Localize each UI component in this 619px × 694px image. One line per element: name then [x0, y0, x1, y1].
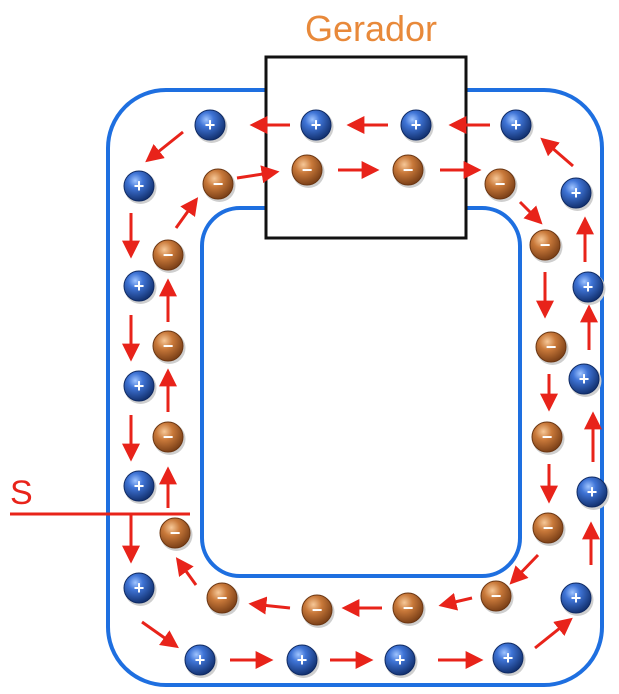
positive-charge-icon: +	[576, 476, 610, 510]
negative-charge-icon: −	[152, 421, 186, 455]
negative-symbol: −	[163, 336, 174, 356]
negative-charge-icon: −	[152, 330, 186, 364]
charges: ++++++++++++++++++−−−−−−−−−−−−−−−−	[123, 109, 610, 678]
negative-symbol: −	[302, 160, 313, 180]
negative-symbol: −	[163, 245, 174, 265]
positive-symbol: +	[195, 650, 206, 670]
flow-arrow-icon	[509, 553, 540, 585]
generator-box	[264, 55, 468, 240]
negative-charge-icon: −	[152, 239, 186, 273]
negative-symbol: −	[213, 174, 224, 194]
negative-symbol: −	[540, 235, 551, 255]
flow-arrow-icon	[174, 197, 199, 229]
negative-symbol: −	[495, 174, 506, 194]
negative-charge-icon: −	[392, 154, 426, 188]
positive-symbol: +	[134, 376, 145, 396]
negative-charge-icon: −	[532, 512, 566, 546]
flow-arrow-icon	[141, 620, 179, 649]
positive-symbol: +	[579, 369, 590, 389]
positive-charge-icon: +	[560, 177, 594, 211]
positive-symbol: +	[134, 578, 145, 598]
negative-charge-icon: −	[301, 594, 335, 628]
negative-symbol: −	[163, 427, 174, 447]
negative-charge-icon: −	[535, 331, 569, 365]
flow-arrow-icon	[518, 200, 543, 225]
negative-symbol: −	[217, 588, 228, 608]
positive-charge-icon: +	[123, 170, 157, 204]
flow-arrow-icon	[248, 596, 291, 615]
flow-arrow-icon	[438, 592, 473, 611]
positive-symbol: +	[411, 115, 422, 135]
wire-inner-boundary	[200, 206, 522, 578]
generator-title: Gerador	[305, 8, 437, 49]
flow-arrow-icon	[534, 617, 573, 650]
flow-arrow-icon	[236, 165, 280, 184]
positive-charge-icon: +	[184, 644, 218, 678]
positive-symbol: +	[583, 277, 594, 297]
positive-charge-icon: +	[568, 363, 602, 397]
positive-symbol: +	[587, 482, 598, 502]
negative-symbol: −	[312, 600, 323, 620]
negative-charge-icon: −	[202, 168, 236, 202]
positive-charge-icon: +	[123, 572, 157, 606]
flow-arrow-icon	[540, 137, 574, 168]
negative-charge-icon: −	[480, 580, 514, 614]
flow-arrow-icon	[145, 130, 184, 163]
negative-symbol: −	[543, 518, 554, 538]
positive-symbol: +	[134, 176, 145, 196]
negative-symbol: −	[546, 337, 557, 357]
negative-symbol: −	[403, 598, 414, 618]
positive-charge-icon: +	[500, 109, 534, 143]
positive-symbol: +	[311, 115, 322, 135]
positive-charge-icon: +	[400, 109, 434, 143]
positive-charge-icon: +	[123, 270, 157, 304]
negative-charge-icon: −	[529, 229, 563, 263]
positive-symbol: +	[134, 276, 145, 296]
negative-symbol: −	[170, 523, 181, 543]
negative-symbol: −	[403, 160, 414, 180]
positive-symbol: +	[395, 650, 406, 670]
positive-charge-icon: +	[286, 644, 320, 678]
positive-symbol: +	[297, 650, 308, 670]
negative-charge-icon: −	[392, 592, 426, 626]
positive-symbol: +	[134, 476, 145, 496]
positive-symbol: +	[511, 115, 522, 135]
positive-symbol: +	[503, 648, 514, 668]
negative-charge-icon: −	[291, 154, 325, 188]
positive-symbol: +	[571, 588, 582, 608]
negative-charge-icon: −	[206, 582, 240, 616]
positive-symbol: +	[571, 183, 582, 203]
negative-charge-icon: −	[159, 517, 193, 551]
positive-charge-icon: +	[194, 109, 228, 143]
negative-symbol: −	[542, 427, 553, 447]
positive-charge-icon: +	[123, 470, 157, 504]
positive-charge-icon: +	[384, 644, 418, 678]
positive-symbol: +	[205, 115, 216, 135]
positive-charge-icon: +	[560, 582, 594, 616]
negative-charge-icon: −	[531, 421, 565, 455]
negative-symbol: −	[491, 586, 502, 606]
positive-charge-icon: +	[300, 109, 334, 143]
negative-charge-icon: −	[484, 168, 518, 202]
positive-charge-icon: +	[492, 642, 526, 676]
flow-arrow-icon	[175, 557, 198, 586]
section-label: S	[10, 474, 33, 512]
flow-arrows	[122, 116, 602, 669]
positive-charge-icon: +	[123, 370, 157, 404]
positive-charge-icon: +	[572, 271, 606, 305]
